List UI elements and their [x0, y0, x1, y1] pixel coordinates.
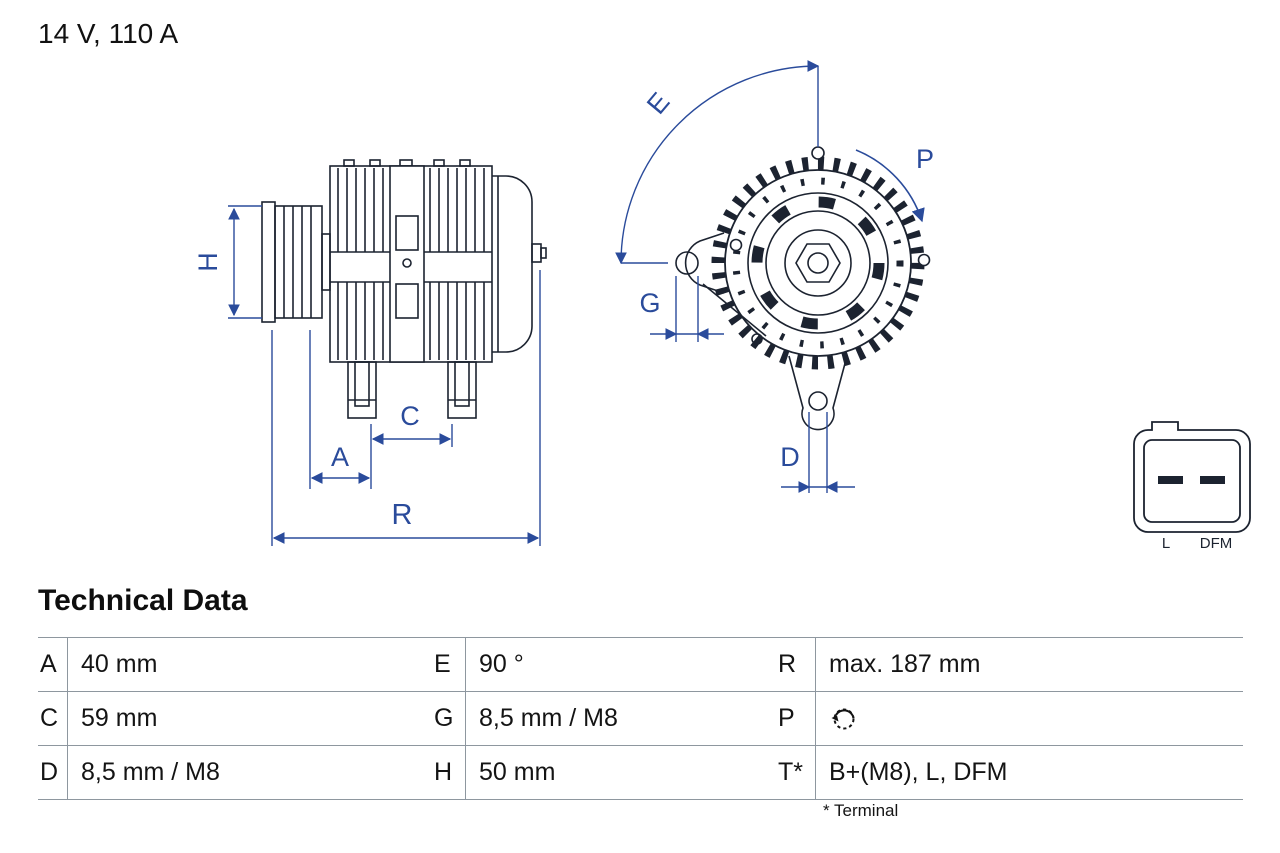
dim-label-c: C	[400, 401, 420, 431]
mounting-feet	[347, 361, 477, 419]
technical-data-title: Technical Data	[38, 584, 248, 617]
shaft	[321, 233, 331, 291]
stator-body	[329, 159, 493, 363]
dim-label-h: H	[193, 252, 223, 272]
top-tab	[811, 146, 825, 160]
alternator-side-view	[261, 159, 547, 419]
table-value-t: B+(M8), L, DFM	[816, 746, 1243, 800]
table-key-e: E	[432, 638, 466, 692]
dim-label-e: E	[641, 87, 676, 120]
table-value-a: 40 mm	[68, 638, 432, 692]
dimension-d: D	[780, 412, 855, 493]
dimension-g: G	[639, 276, 724, 342]
terminal-footnote: * Terminal	[823, 801, 899, 820]
alternator-front-view	[675, 146, 931, 431]
technical-drawing: H A C R	[193, 60, 1251, 552]
right-tab	[917, 253, 931, 267]
table-key-r: R	[776, 638, 816, 692]
dim-label-p: P	[916, 144, 934, 174]
table-key-h: H	[432, 746, 466, 800]
table-value-c: 59 mm	[68, 692, 432, 746]
dim-label-d: D	[780, 442, 800, 472]
table-value-e: 90 °	[466, 638, 776, 692]
dim-label-a: A	[331, 442, 349, 472]
dim-label-r: R	[392, 499, 413, 531]
connector-diagram: L DFM	[1133, 421, 1251, 552]
connector-pin-right	[1200, 476, 1225, 484]
b-plus-terminal	[531, 243, 542, 263]
dimension-r: R	[271, 270, 541, 546]
table-key-t: T*	[776, 746, 816, 800]
connector-pin-right-label: DFM	[1200, 535, 1233, 552]
table-key-d: D	[38, 746, 68, 800]
dimension-c: C	[371, 401, 453, 447]
dim-label-g: G	[639, 288, 660, 318]
product-rating: 14 V, 110 A	[38, 18, 179, 49]
table-key-c: C	[38, 692, 68, 746]
dimension-p: P	[855, 144, 934, 223]
bottom-mounting-lug	[788, 355, 848, 431]
table-value-d: 8,5 mm / M8	[68, 746, 432, 800]
rear-housing	[492, 175, 547, 353]
table-value-p	[816, 692, 1243, 746]
table-key-p: P	[776, 692, 816, 746]
connector-pin-left-label: L	[1162, 535, 1170, 552]
dimension-h: H	[193, 205, 262, 319]
table-value-h: 50 mm	[466, 746, 776, 800]
rotation-direction-icon	[831, 708, 855, 729]
table-key-a: A	[38, 638, 68, 692]
technical-data-table: A 40 mm E 90 ° R max. 187 mm C 59 mm G 8…	[38, 637, 1243, 800]
connector-pin-left	[1158, 476, 1183, 484]
table-key-g: G	[432, 692, 466, 746]
pulley	[261, 201, 323, 323]
dimension-a: A	[309, 330, 372, 489]
table-value-g: 8,5 mm / M8	[466, 692, 776, 746]
shaft-nut	[795, 243, 841, 283]
table-value-r: max. 187 mm	[816, 638, 1243, 692]
